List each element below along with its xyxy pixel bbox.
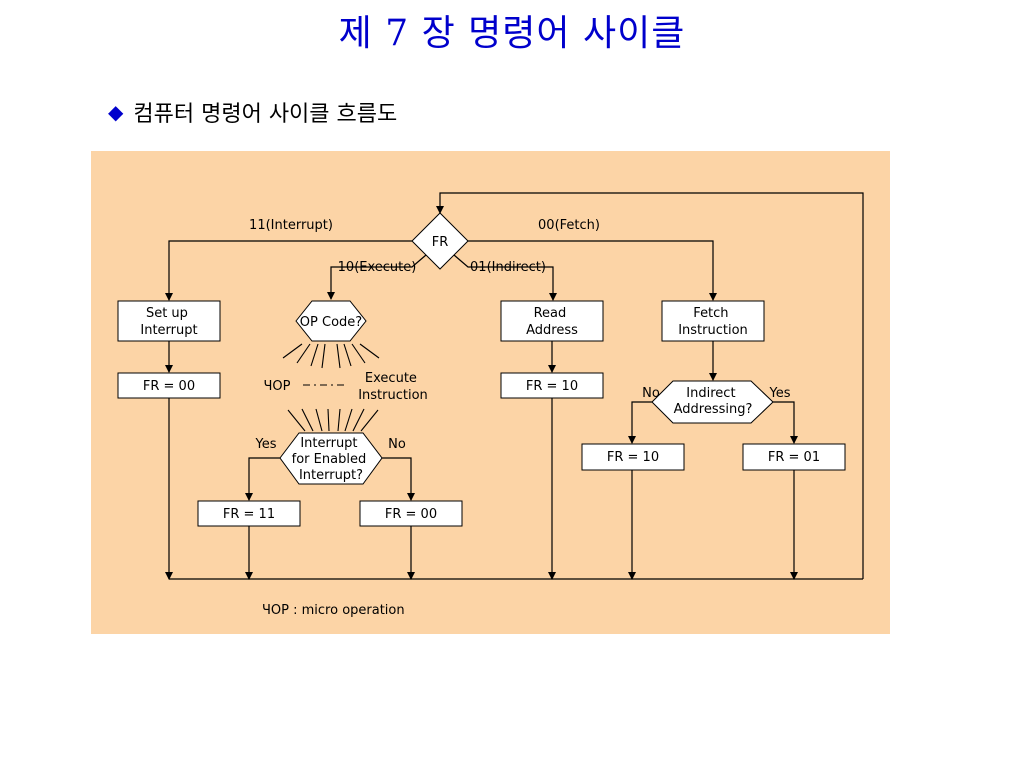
setup-interrupt-line2: Interrupt	[140, 323, 197, 338]
diagram-panel: FR 11(Interrupt) 00(Fetch) 10(Execute) 0…	[91, 151, 890, 634]
fr01-indirect-box: FR = 01	[742, 443, 846, 471]
fr10-read-box: FR = 10	[500, 372, 604, 399]
svg-text:Interrupt for Enabled: Interrupt for Enabled Interrupt?	[292, 436, 371, 483]
branch-interrupt-label: 11(Interrupt)	[249, 218, 333, 233]
fr00-execute-label: FR = 00	[385, 507, 437, 522]
indirect-yes-label: Yes	[769, 386, 791, 401]
loop-return-line	[436, 192, 864, 579]
fetch-instruction-box: Fetch Instruction	[661, 300, 765, 342]
interrupt-fan-lines	[287, 408, 379, 432]
svg-text:Fetch Instruction: Fetch Instruction	[678, 306, 748, 338]
indirect-no-label: No	[642, 386, 660, 401]
svg-text:Indirect Addressing?: Indirect Addressing?	[674, 386, 753, 417]
fr11-execute-label: FR = 11	[223, 507, 275, 522]
interrupt-yes-label: Yes	[255, 437, 277, 452]
opcode-fan-lines	[282, 343, 380, 369]
fr10-read-label: FR = 10	[526, 379, 578, 394]
fr01-indirect-label: FR = 01	[768, 450, 820, 465]
indirect-addressing-hexagon: Indirect Addressing?	[651, 380, 774, 424]
svg-text:Read Address: Read Address	[526, 306, 578, 338]
instruction-cycle-flowchart: FR 11(Interrupt) 00(Fetch) 10(Execute) 0…	[117, 192, 864, 618]
slide-title: 제 7 장 명령어 사이클	[338, 13, 686, 54]
execute-instruction-label: Execute Instruction	[358, 371, 428, 403]
fr10-indirect-box: FR = 10	[581, 443, 685, 471]
diamond-bullet-icon: ◆	[108, 100, 124, 124]
branch-indirect-label: 01(Indirect)	[470, 260, 546, 275]
interrupt-no-label: No	[388, 437, 406, 452]
connector-line	[245, 457, 280, 501]
fr-branch-lines	[165, 240, 717, 301]
connector-line	[382, 457, 415, 501]
uop-label: ЧOP	[264, 379, 291, 394]
branch-fetch-label: 00(Fetch)	[538, 218, 600, 233]
fr10-indirect-label: FR = 10	[607, 450, 659, 465]
setup-interrupt-line1: Set up	[146, 306, 188, 321]
fr00-interrupt-box: FR = 00	[117, 372, 221, 399]
setup-interrupt-box: Set up Interrupt	[117, 300, 221, 342]
connector-line	[773, 401, 798, 444]
branch-execute-label: 10(Execute)	[338, 260, 417, 275]
fr00-execute-box: FR = 00	[359, 500, 463, 527]
fr00-interrupt-label: FR = 00	[143, 379, 195, 394]
fr-decision-label: FR	[432, 235, 449, 250]
uop-legend: ЧOP : micro operation	[262, 603, 405, 618]
fr-decision: FR	[411, 212, 469, 270]
opcode-label: OP Code?	[300, 315, 362, 330]
subtitle-text: 컴퓨터 명령어 사이클 흐름도	[133, 102, 398, 127]
svg-text:Set up Interrupt: Set up Interrupt	[140, 306, 197, 338]
read-address-box: Read Address	[500, 300, 604, 342]
slide-subtitle: ◆ 컴퓨터 명령어 사이클 흐름도	[108, 96, 397, 128]
opcode-hexagon: OP Code?	[295, 300, 367, 342]
interrupt-enabled-hexagon: Interrupt for Enabled Interrupt?	[279, 432, 383, 485]
connector-line	[628, 401, 652, 444]
fr11-execute-box: FR = 11	[197, 500, 301, 527]
